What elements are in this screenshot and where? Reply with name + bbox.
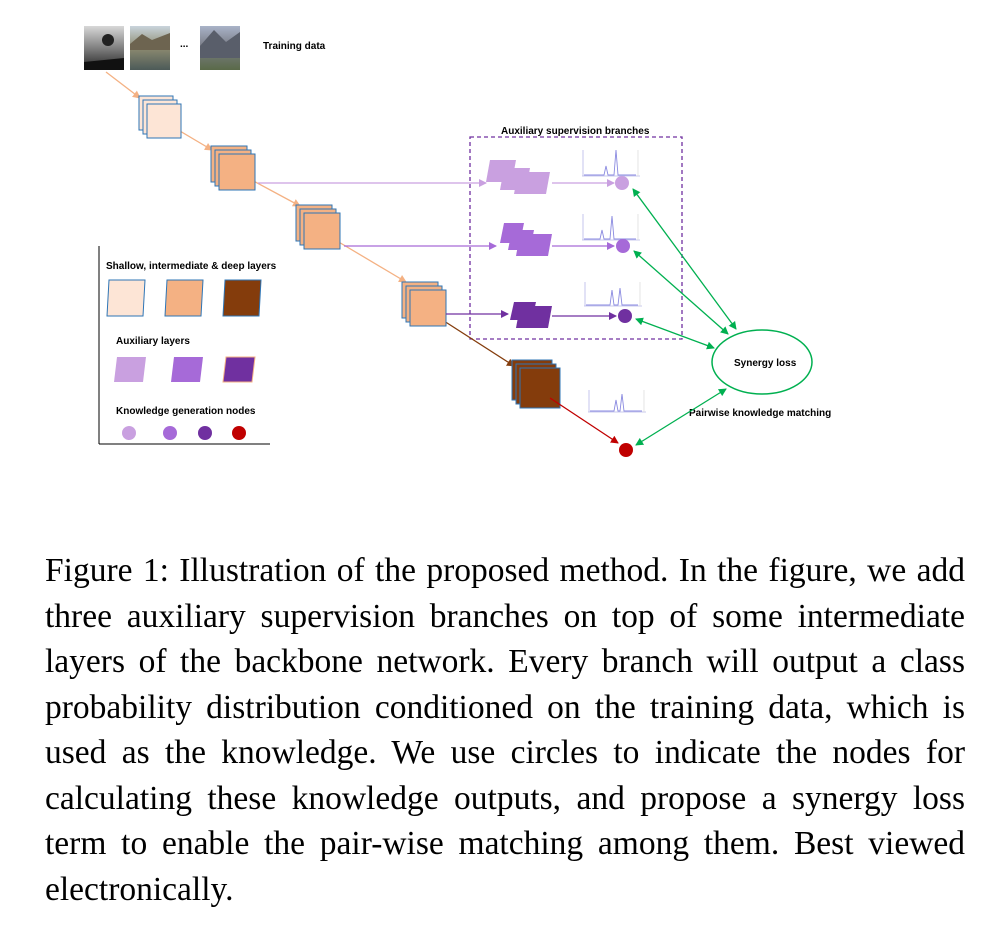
- ellipsis-text: ...: [180, 39, 189, 50]
- backbone-layer-1: [138, 95, 182, 139]
- method-diagram: ... Training data Auxiliary supervision …: [84, 26, 831, 457]
- legend-aux-dark-swatch: [222, 356, 256, 383]
- legend-aux-mid-swatch: [171, 357, 203, 382]
- legend-layers-title: Shallow, intermediate & deep layers: [106, 261, 277, 272]
- aux-branches-box: [469, 136, 683, 340]
- legend-node-light: [122, 426, 136, 440]
- aux-layer-2: [500, 223, 552, 256]
- pairwise-matching-arrows: [632, 188, 737, 446]
- distribution-plot-1: [582, 149, 640, 177]
- legend-node-mid: [163, 426, 177, 440]
- legend-aux-light-swatch: [114, 357, 146, 382]
- backbone-layer-3: [295, 204, 341, 250]
- aux-layer-1: [486, 160, 550, 194]
- legend-node-final: [232, 426, 246, 440]
- figure-caption: Figure 1: Illustration of the proposed m…: [45, 552, 965, 908]
- legend-intermediate-swatch: [164, 279, 204, 317]
- distribution-plot-2: [582, 214, 640, 241]
- legend: Shallow, intermediate & deep layers Auxi…: [98, 246, 277, 445]
- backbone-deep-layer: [511, 359, 561, 409]
- aux-layer-3: [510, 302, 552, 328]
- aux-box-title: Auxiliary supervision branches: [501, 126, 650, 137]
- pairwise-matching-label: Pairwise knowledge matching: [689, 408, 831, 419]
- legend-node-dark: [198, 426, 212, 440]
- synergy-loss-label: Synergy loss: [734, 358, 797, 369]
- training-data-label: Training data: [263, 41, 326, 52]
- backbone-layer-2: [210, 145, 256, 191]
- legend-aux-title: Auxiliary layers: [116, 336, 190, 347]
- knowledge-node-1: [615, 176, 629, 190]
- knowledge-node-2: [616, 239, 630, 253]
- distribution-plot-4: [588, 390, 646, 413]
- backbone-layer-4: [401, 281, 447, 327]
- legend-deep-swatch: [222, 279, 262, 317]
- training-images: ... Training data: [84, 26, 326, 70]
- distribution-plot-3: [584, 282, 642, 307]
- legend-shallow-swatch: [106, 279, 146, 317]
- knowledge-node-final: [619, 443, 633, 457]
- synergy-loss-ellipse: [711, 329, 813, 395]
- legend-nodes-title: Knowledge generation nodes: [116, 406, 256, 417]
- knowledge-node-3: [618, 309, 632, 323]
